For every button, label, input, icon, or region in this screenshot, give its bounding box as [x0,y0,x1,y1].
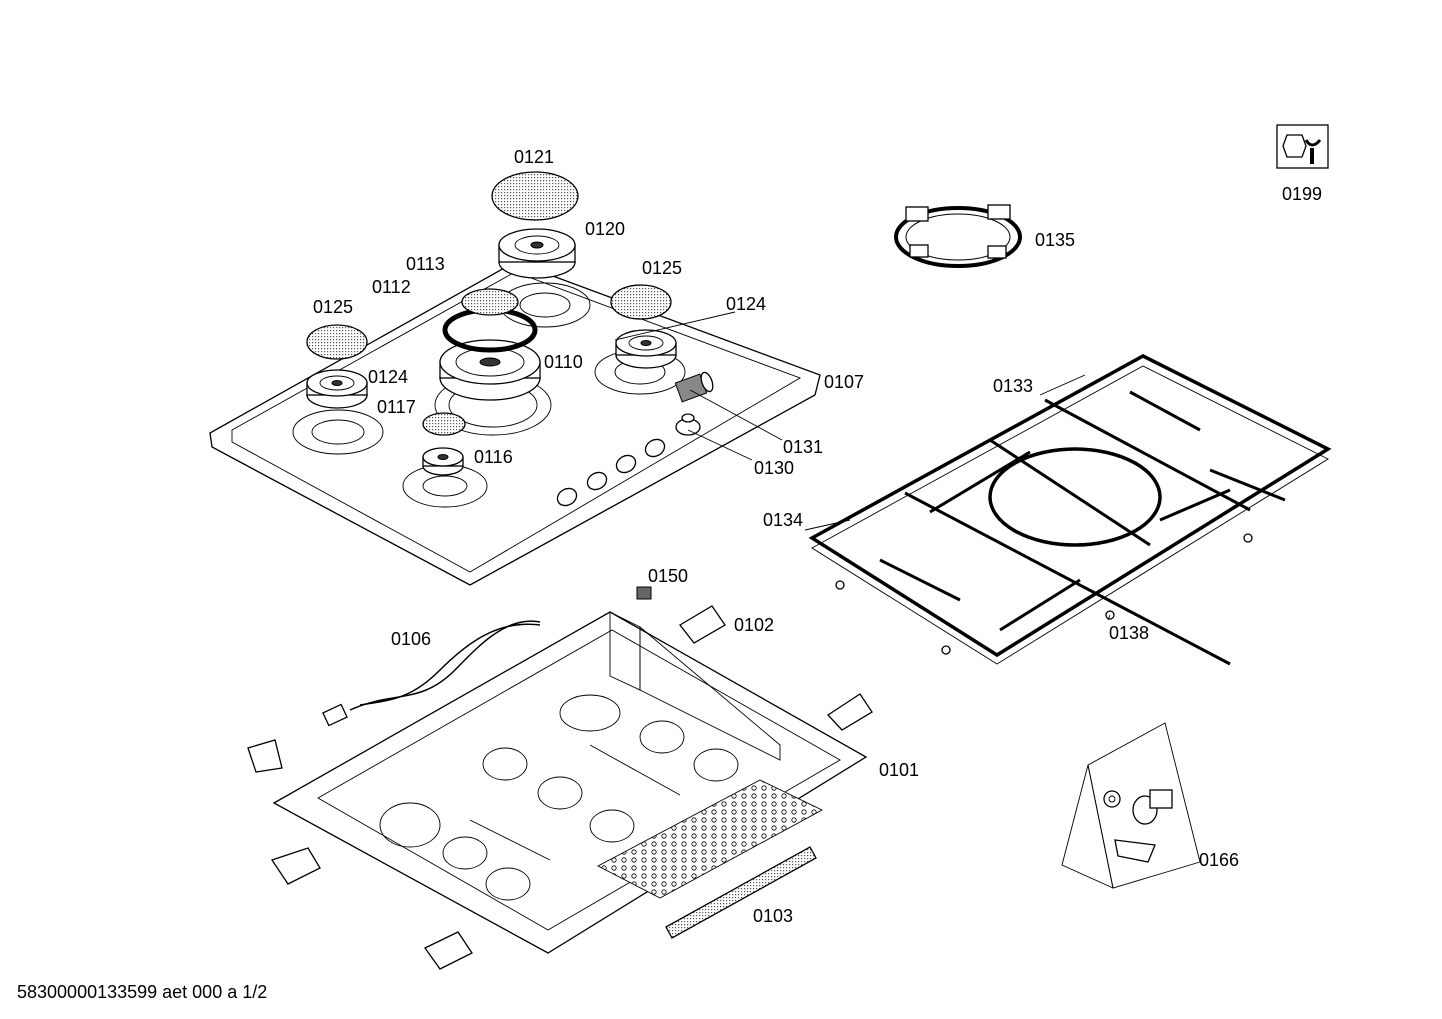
label-0116: 0116 [474,447,513,467]
spindle-0130 [675,413,701,436]
label-0125-left: 0125 [313,297,353,317]
label-0121: 0121 [514,147,554,167]
wok-burner-0110 [439,339,541,401]
injector-pack-0166 [1061,722,1201,889]
bottom-tray-0101 [272,611,868,954]
label-0101: 0101 [879,760,919,780]
label-0133: 0133 [993,376,1033,396]
wok-support-0135 [894,204,1022,268]
label-0120: 0120 [585,219,625,239]
burner-cap-0117 [422,412,466,436]
label-0134: 0134 [763,510,803,530]
label-0131: 0131 [783,437,823,457]
burner-base-0124-left [306,369,368,409]
vent-grid [597,779,823,899]
label-0117: 0117 [377,397,416,417]
burner-cap-0125-left [306,324,368,360]
document-reference: 58300000133599 aet 000 a 1/2 [17,982,267,1002]
burner-cap-0121 [491,171,579,221]
label-0150: 0150 [648,566,688,586]
label-0125-right: 0125 [642,258,682,278]
tool-icon-0199 [1276,124,1329,169]
wok-cap-0113 [461,288,519,316]
label-0113: 0113 [406,254,445,274]
label-0103: 0103 [753,906,793,926]
label-0199: 0199 [1282,184,1322,204]
label-0124-right: 0124 [726,294,766,314]
label-0166: 0166 [1199,850,1239,870]
leader-lines [614,311,1111,621]
label-0106: 0106 [391,629,431,649]
cable-0106 [322,620,541,727]
burner-base-0116 [422,447,464,476]
pan-support-grid [808,354,1332,666]
seal-strip-0103 [665,846,817,939]
burner-cap-0125-right [610,284,672,320]
label-0102: 0102 [734,615,774,635]
label-0107: 0107 [824,372,864,392]
burner-base-0120 [498,228,576,279]
label-0124-left: 0124 [368,367,408,387]
bracket-0102 [247,605,873,970]
connector-0150 [636,586,652,600]
label-0110: 0110 [544,352,583,372]
burner-base-0124-right [615,329,677,369]
label-0135: 0135 [1035,230,1075,250]
label-0130: 0130 [754,458,794,478]
label-0112: 0112 [372,277,411,297]
label-0138: 0138 [1109,623,1149,643]
